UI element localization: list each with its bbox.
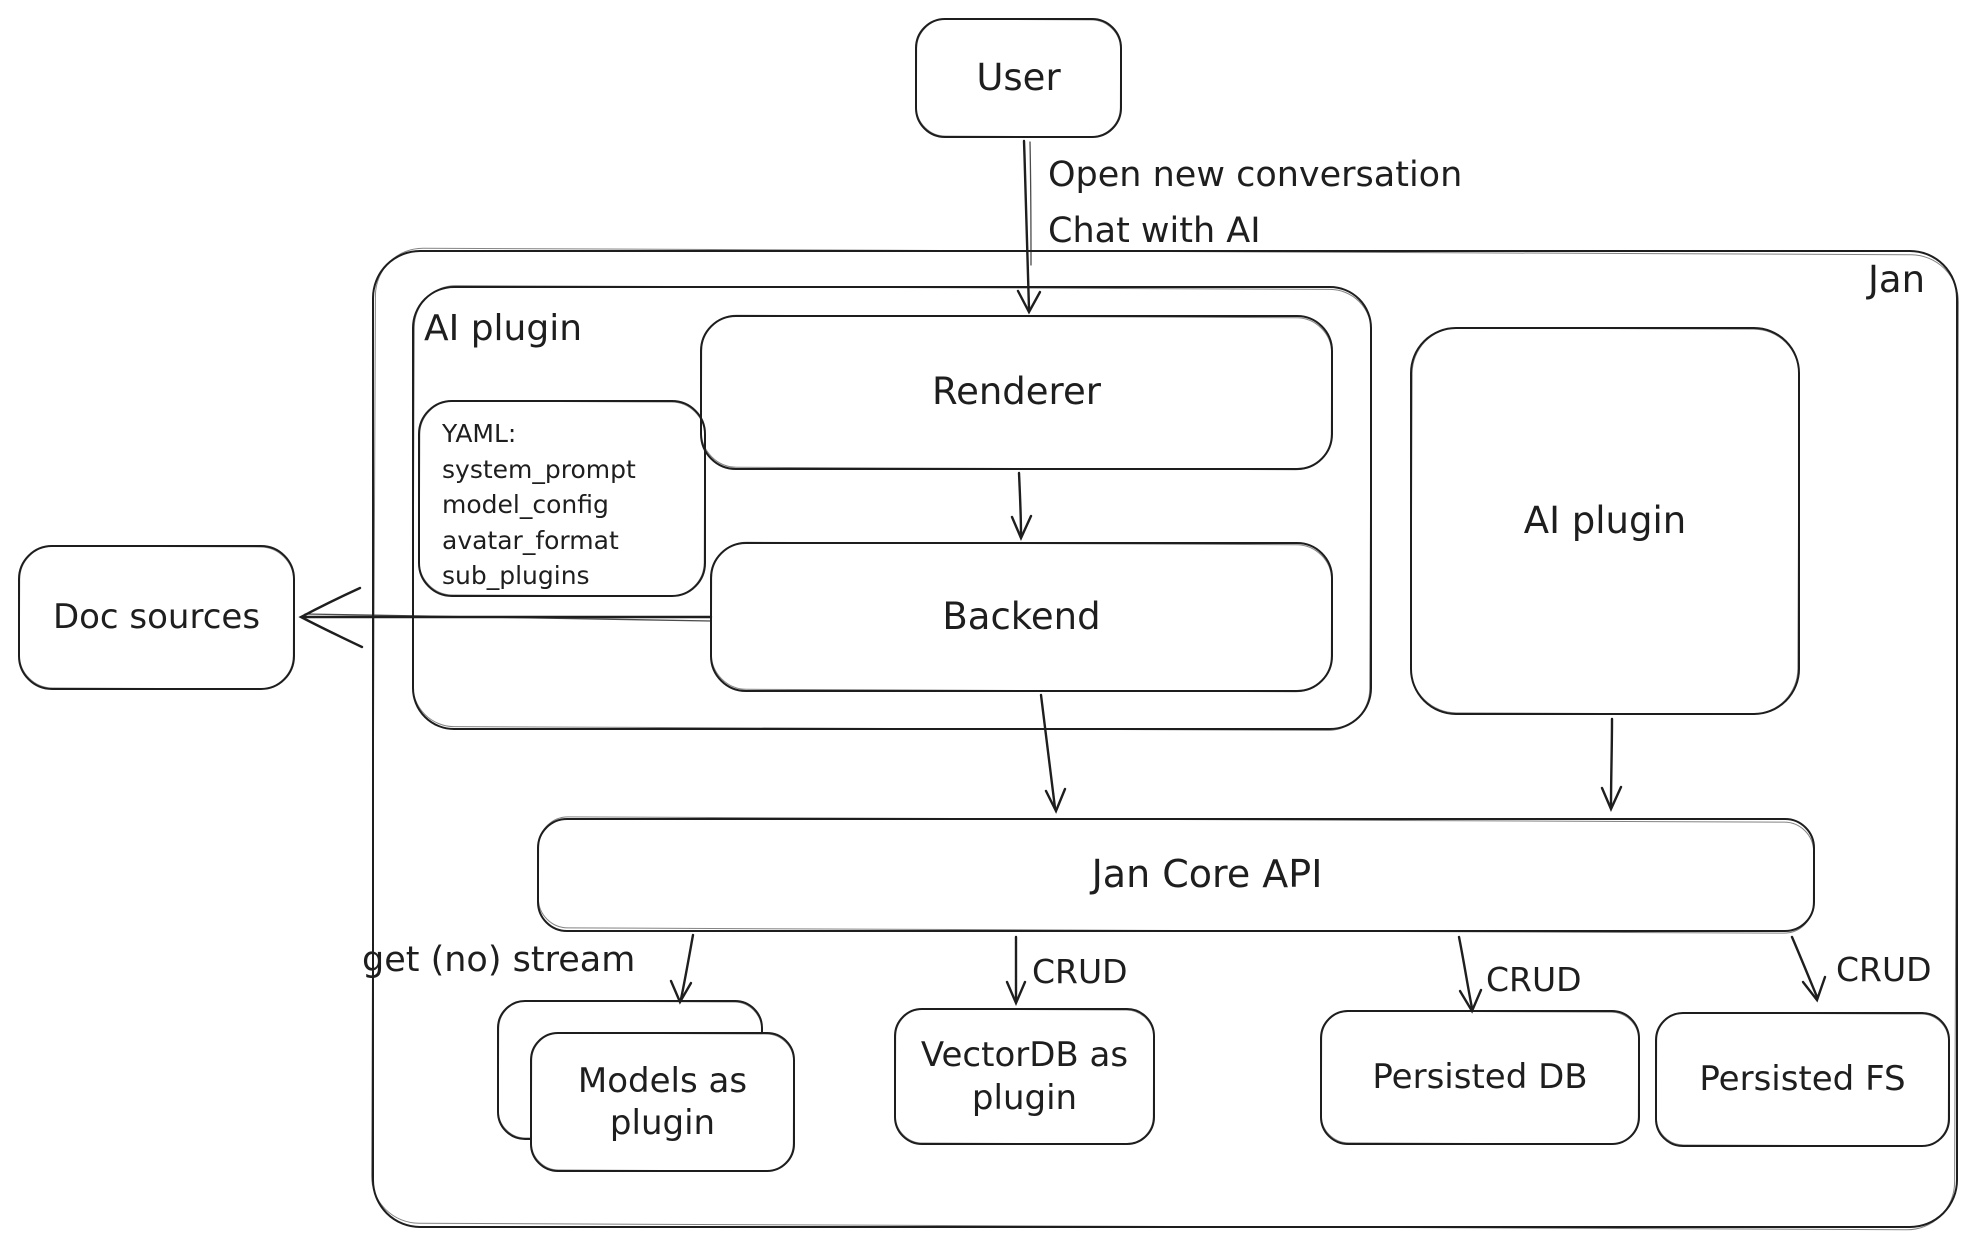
jan-core-api-node-label: Jan Core API (1091, 852, 1323, 897)
renderer-node-label: Renderer (932, 370, 1101, 414)
persisted-fs-node: Persisted FS (1655, 1012, 1950, 1147)
jan-core-api-node: Jan Core API (537, 818, 1815, 932)
ai-plugin-group (412, 286, 1372, 730)
models-node-label: Models as plugin (577, 1060, 748, 1144)
persisted-fs-node-label: Persisted FS (1699, 1059, 1906, 1100)
vectordb-node: VectorDB as plugin (894, 1008, 1155, 1145)
yaml-note-line: sub_plugins (442, 561, 590, 590)
renderer-node: Renderer (700, 315, 1333, 470)
persisted-db-node-label: Persisted DB (1372, 1057, 1588, 1098)
persisted-db-node: Persisted DB (1320, 1010, 1640, 1145)
ai-plugin-node-label: AI plugin (1523, 498, 1687, 542)
yaml-note-line: model_config (442, 490, 609, 519)
user-flow-edge-label: Open new conversation Chat with AI (1048, 147, 1462, 259)
arrow-user-to-renderer-twin (1029, 141, 1032, 266)
arrow-backend-to-doc-sources-head (298, 586, 364, 649)
doc-sources-node: Doc sources (18, 545, 295, 690)
get-stream-edge-label: get (no) stream (362, 940, 636, 980)
crud-persisted-fs-edge-label: CRUD (1836, 950, 1932, 989)
ai-plugin-group-label: AI plugin (424, 308, 583, 349)
user-node-label: User (976, 55, 1061, 99)
vectordb-node-label: VectorDB as plugin (920, 1035, 1129, 1118)
crud-vectordb-edge-label: CRUD (1032, 952, 1128, 991)
jan-container (372, 250, 1958, 1228)
backend-node-label: Backend (942, 594, 1101, 638)
user-flow-edge-label-line1: Open new conversation (1048, 155, 1463, 195)
yaml-note: YAML: system_prompt model_config avatar_… (418, 400, 706, 597)
user-flow-edge-label-line2: Chat with AI (1048, 211, 1261, 251)
doc-sources-node-label: Doc sources (52, 597, 261, 638)
backend-node: Backend (710, 542, 1333, 692)
yaml-note-title: YAML: (442, 419, 517, 448)
jan-container-label: Jan (1868, 258, 1926, 301)
user-node: User (915, 18, 1122, 138)
yaml-note-text: YAML: system_prompt model_config avatar_… (420, 402, 636, 594)
yaml-note-line: system_prompt (442, 454, 636, 484)
crud-persisted-db-edge-label: CRUD (1486, 960, 1582, 999)
models-node: Models as plugin (530, 1032, 795, 1172)
yaml-note-line: avatar_format (442, 525, 619, 555)
ai-plugin-node: AI plugin (1410, 327, 1800, 715)
